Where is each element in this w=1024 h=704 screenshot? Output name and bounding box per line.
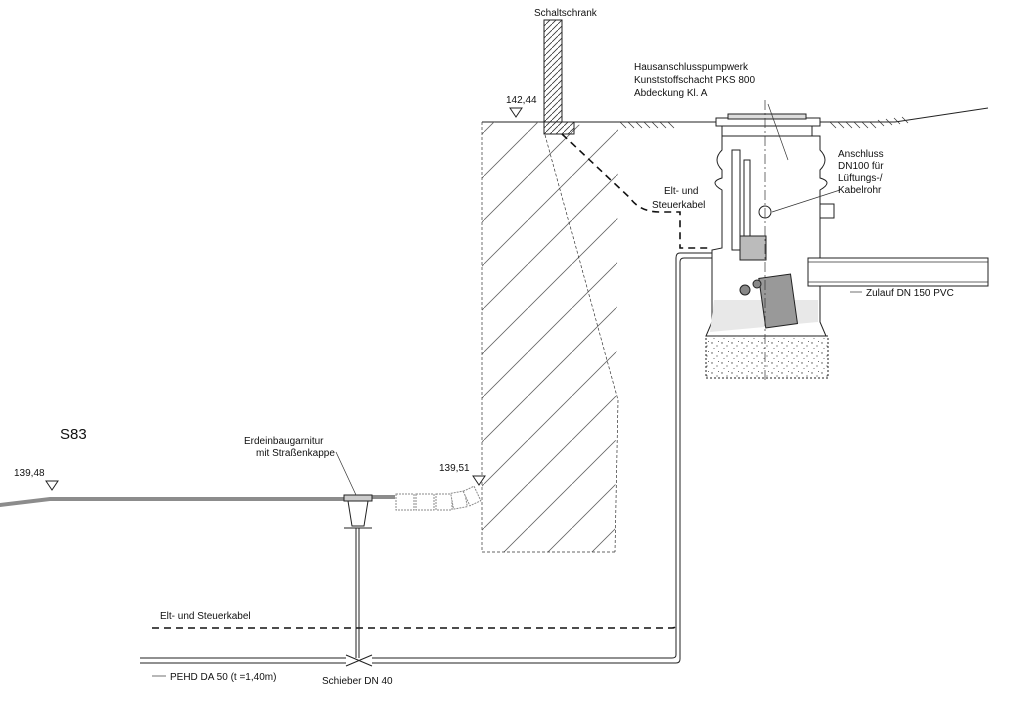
pump-leader [767, 103, 789, 161]
control-cabinet-label: Schaltschrank [534, 8, 598, 19]
elevation-street-label: 139,51 [439, 463, 470, 474]
slide-valve-label: Schieber DN 40 [322, 676, 393, 687]
elevation-marker-left [45, 480, 59, 491]
valve-label-2: mit Straßenkappe [256, 448, 335, 459]
control-cabinet [543, 19, 575, 135]
pump-label-1: Hausanschlusspumpwerk [634, 62, 749, 73]
elevation-left-label: 139,48 [14, 468, 45, 479]
inflow-label: Zulauf DN 150 PVC [866, 288, 954, 299]
curb-stones [395, 485, 482, 511]
cable-top-label-2: Steuerkabel [652, 200, 705, 211]
valve-leader [335, 451, 357, 496]
elevation-marker-top [509, 107, 523, 118]
pehd-label: PEHD DA 50 (t =1,40m) [170, 672, 276, 683]
pump-label-3: Abdeckung Kl. A [634, 88, 708, 99]
vent-label-1: Anschluss [838, 149, 884, 160]
vent-leader [771, 189, 841, 213]
station-label: S83 [60, 426, 87, 443]
inflow-pipe [807, 257, 989, 287]
pump-shaft [705, 100, 835, 380]
control-cable-upper [561, 133, 712, 249]
valve-assembly [343, 494, 373, 667]
pump-label-2: Kunststoffschacht PKS 800 [634, 75, 755, 86]
vent-label-2: DN100 für [838, 161, 884, 172]
cable-bottom-label: Elt- und Steuerkabel [160, 611, 251, 622]
elevation-top-label: 142,44 [506, 95, 537, 106]
upper-ground-line [482, 107, 989, 129]
vent-label-4: Kabelrohr [838, 185, 882, 196]
valve-label-1: Erdeinbaugarnitur [244, 436, 324, 447]
retaining-wall [481, 122, 619, 553]
vent-label-3: Lüftungs-/ [838, 173, 883, 184]
cable-top-label-1: Elt- und [664, 186, 698, 197]
pressure-pipe [140, 252, 712, 664]
elevation-marker-street [472, 475, 486, 486]
road-surface [0, 495, 395, 507]
control-cable-lower [152, 623, 677, 629]
